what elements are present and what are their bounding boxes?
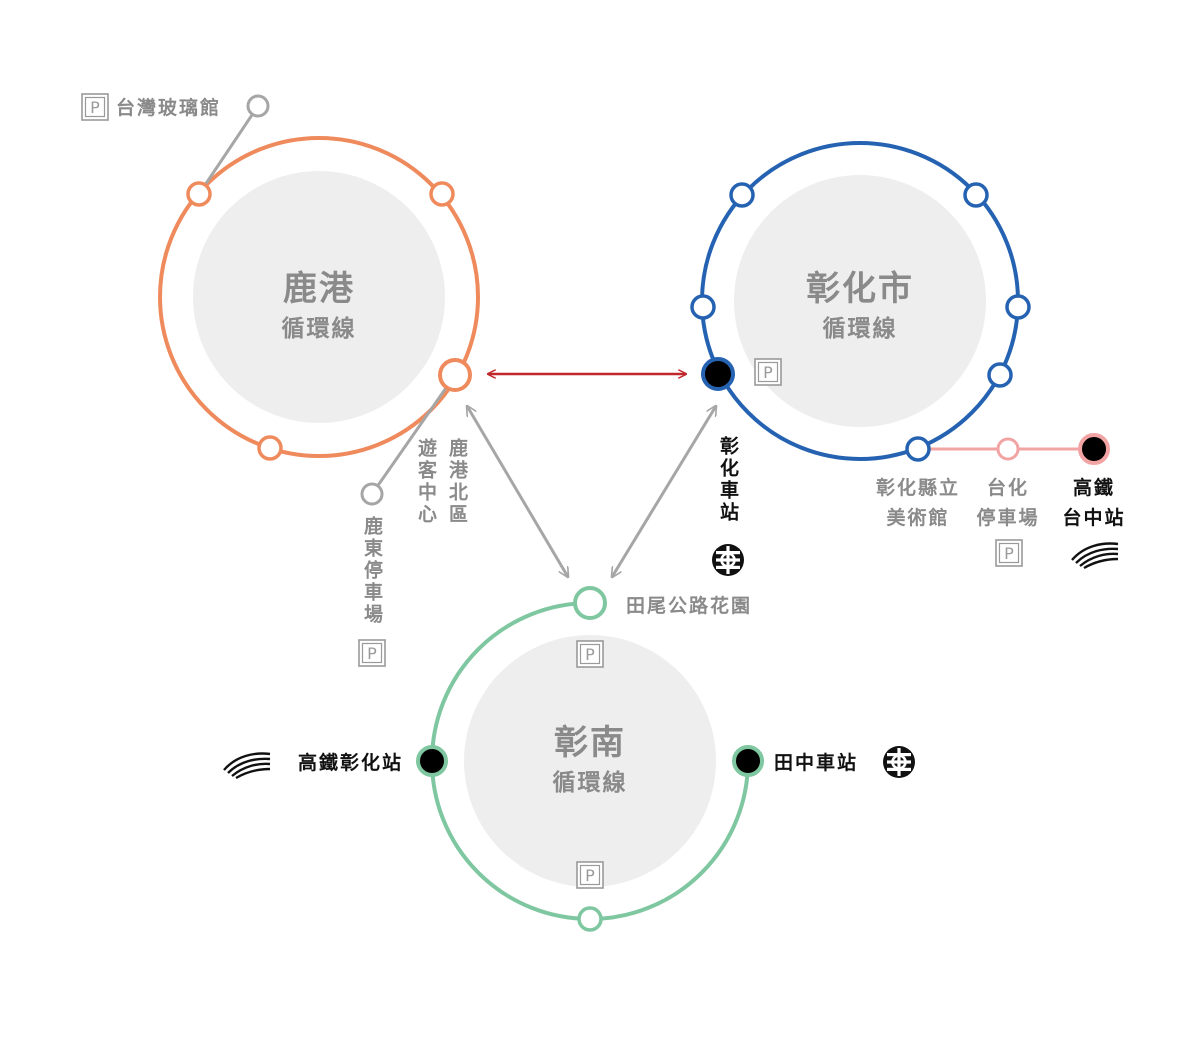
parking-icon [576, 861, 604, 889]
hsr-taichung-label-line1: 高鐵 [1073, 476, 1115, 499]
hsr-logo-icon [1070, 542, 1120, 570]
changhua-city-stop-2[interactable] [963, 182, 989, 208]
changhua-station-stop[interactable] [701, 357, 735, 391]
loop-changnan: 彰南 循環線 [416, 586, 764, 932]
taihua-parking-label-line2: 停車場 [976, 506, 1039, 529]
tianzhong-stop[interactable] [732, 745, 764, 777]
taihua-parking-label-line1: 台化 [987, 476, 1029, 499]
tra-logo-icon [881, 744, 917, 780]
changhua-city-stop-3[interactable] [690, 294, 716, 320]
loop-lukang: 鹿港 循環線 [158, 94, 480, 506]
tianzhong-label: 田中車站 [774, 751, 858, 774]
lukang-stop-sw[interactable] [257, 435, 283, 461]
loop-changhua-city: 彰化市 循環線 [690, 141, 1110, 465]
ludong-parking-label: 鹿東停車場 [361, 515, 383, 626]
changhua-changnan-transfer-arrow [612, 406, 716, 577]
tianwei-garden-stop[interactable] [573, 586, 607, 620]
changhua-city-stop-1[interactable] [729, 182, 755, 208]
taiwan-glass-stop[interactable] [246, 94, 270, 118]
changnan-loop-label: 循環線 [553, 769, 628, 796]
lukang-stop-nw[interactable] [186, 181, 212, 207]
tianwei-garden-label: 田尾公路花園 [626, 594, 752, 617]
hsr-taichung-label-line2: 台中站 [1062, 506, 1125, 529]
changnan-stop-south[interactable] [577, 906, 603, 932]
ludong-parking-spur [370, 374, 457, 495]
lukang-stop-ne[interactable] [429, 181, 455, 207]
lukang-loop-name: 鹿港 [283, 269, 355, 309]
taihua-parking-stop[interactable] [996, 437, 1020, 461]
connections [467, 374, 716, 577]
lukang-inner-disc [193, 171, 445, 423]
taiwan-glass-spur [197, 105, 260, 195]
changhua-city-loop-label: 循環線 [823, 315, 898, 342]
hsr-changhua-label: 高鐵彰化站 [298, 751, 403, 774]
changhua-city-inner-disc [734, 175, 986, 427]
parking-icon [576, 640, 604, 668]
lukang-north-stop[interactable] [438, 358, 472, 392]
lukang-changnan-transfer-arrow [467, 406, 568, 577]
lukang-loop-line[interactable] [158, 136, 480, 458]
parking-icon [81, 93, 109, 121]
hsr-changhua-stop[interactable] [416, 745, 448, 777]
lukang-loop-label: 循環線 [282, 315, 357, 342]
changnan-inner-disc [464, 635, 716, 887]
station-labels: 台灣玻璃館 鹿港北區 遊客中心 鹿東停車場 彰化車站 彰化縣立 美術館 台化 停… [81, 93, 1125, 889]
tra-logo-icon [710, 542, 746, 578]
ludong-parking-stop[interactable] [360, 482, 384, 506]
changnan-loop-line[interactable] [430, 601, 750, 921]
changhua-city-loop-name: 彰化市 [806, 269, 914, 309]
parking-icon [754, 358, 782, 386]
changhua-city-stop-4[interactable] [1005, 294, 1031, 320]
art-museum-label-line1: 彰化縣立 [876, 476, 960, 499]
parking-icon [358, 639, 386, 667]
hsr-taichung-stop[interactable] [1078, 433, 1110, 465]
lukang-visitor-center-label: 遊客中心 [415, 437, 437, 526]
changnan-loop-name: 彰南 [554, 723, 626, 763]
art-museum-label-line2: 美術館 [886, 506, 949, 529]
art-museum-stop[interactable] [905, 436, 931, 462]
parking-icon [995, 539, 1023, 567]
changhua-city-stop-5[interactable] [987, 362, 1013, 388]
changhua-station-label: 彰化車站 [717, 435, 739, 524]
taiwan-glass-label: 台灣玻璃館 [116, 96, 221, 119]
lukang-north-label: 鹿港北區 [446, 437, 468, 526]
hsr-logo-icon [222, 752, 272, 780]
